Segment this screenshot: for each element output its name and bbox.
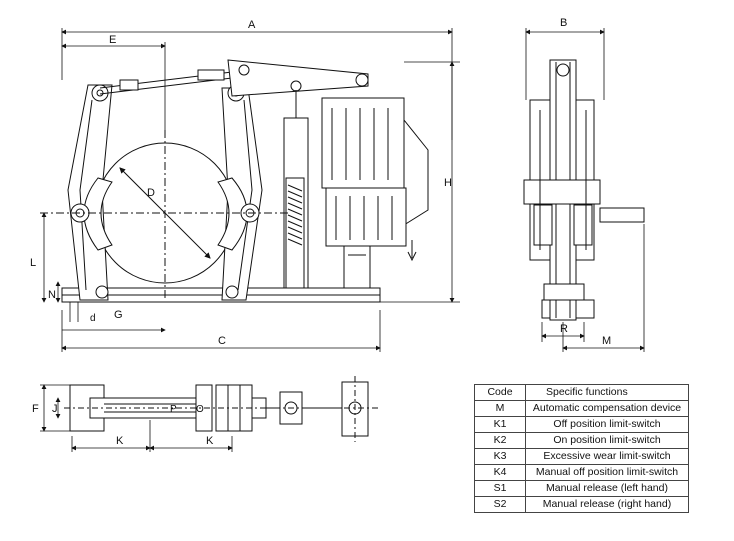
dim-label-k-left: K xyxy=(116,435,124,447)
dim-label-a: A xyxy=(248,19,256,31)
top-view xyxy=(64,376,380,442)
side-view xyxy=(523,59,645,321)
dim-label-r: R xyxy=(560,323,568,335)
dim-label-h: H xyxy=(444,177,452,189)
dim-label-p: P xyxy=(170,404,177,415)
row-function: Off position limit-switch xyxy=(525,416,689,433)
row-function: Manual off position limit-switch xyxy=(525,464,689,481)
dim-label-d: D xyxy=(147,187,155,199)
dim-label-k-right: K xyxy=(206,435,214,447)
dim-label-j: J xyxy=(52,403,58,415)
front-view-dimensions xyxy=(41,28,460,352)
front-view xyxy=(40,59,429,303)
header-code: Code xyxy=(474,384,526,401)
function-table: Code Specific functions M Automatic comp… xyxy=(474,384,689,513)
table-row: K4 Manual off position limit-switch xyxy=(474,464,689,481)
row-function: Automatic compensation device xyxy=(525,400,689,417)
row-code: K4 xyxy=(474,464,526,481)
dim-label-c: C xyxy=(218,335,226,347)
table-row: K2 On position limit-switch xyxy=(474,432,689,449)
row-function: Manual release (right hand) xyxy=(525,496,689,513)
side-view-dimensions xyxy=(525,28,645,352)
row-code: S2 xyxy=(474,496,526,513)
dim-label-g: G xyxy=(114,309,123,321)
dim-label-e: E xyxy=(109,34,116,46)
dim-label-l: L xyxy=(30,257,36,269)
dim-label-b: B xyxy=(560,17,567,29)
row-code: K1 xyxy=(474,416,526,433)
dim-label-o: O xyxy=(196,404,204,415)
table-row: S1 Manual release (left hand) xyxy=(474,480,689,497)
table-row: K3 Excessive wear limit-switch xyxy=(474,448,689,465)
dim-label-n: N xyxy=(48,289,56,301)
row-code: M xyxy=(474,400,526,417)
table-row: K1 Off position limit-switch xyxy=(474,416,689,433)
row-code: S1 xyxy=(474,480,526,497)
row-code: K3 xyxy=(474,448,526,465)
dim-label-m: M xyxy=(602,335,611,347)
row-function: On position limit-switch xyxy=(525,432,689,449)
header-functions: Specific functions xyxy=(525,384,689,401)
row-code: K2 xyxy=(474,432,526,449)
row-function: Excessive wear limit-switch xyxy=(525,448,689,465)
table-row: S2 Manual release (right hand) xyxy=(474,496,689,513)
dim-label-d-small: d xyxy=(90,313,96,324)
dim-label-f: F xyxy=(32,403,39,415)
table-row: M Automatic compensation device xyxy=(474,400,689,417)
top-view-dimensions xyxy=(40,384,233,452)
function-table-header: Code Specific functions xyxy=(474,384,689,401)
row-function: Manual release (left hand) xyxy=(525,480,689,497)
